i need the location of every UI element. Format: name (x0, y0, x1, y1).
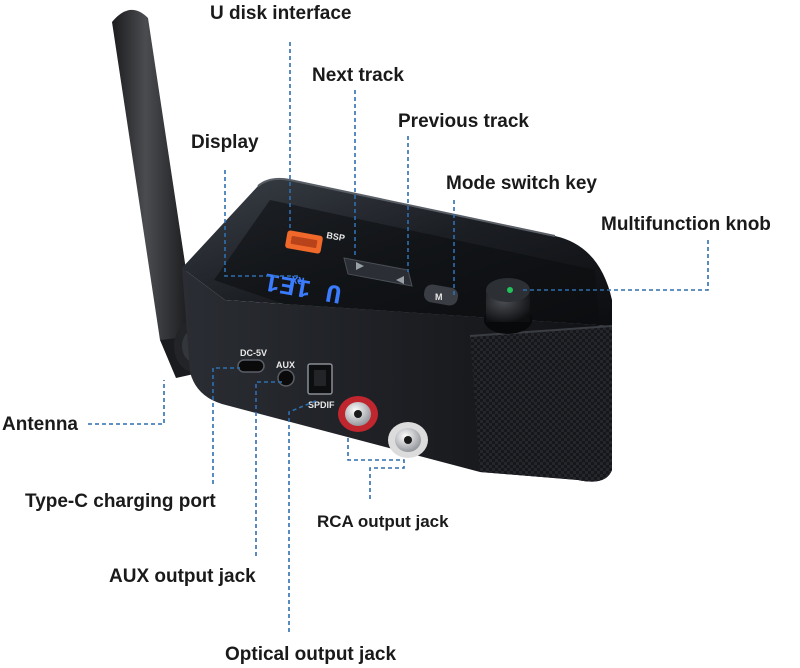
label-optical-output-jack: Optical output jack (225, 644, 397, 665)
label-next-track: Next track (312, 65, 404, 86)
label-antenna: Antenna (2, 414, 78, 435)
track-rocker (343, 257, 413, 287)
label-multifunction-knob: Multifunction knob (601, 214, 771, 235)
rca-white-jack (388, 422, 428, 458)
label-aux-output-jack: AUX output jack (109, 566, 256, 587)
aux-port-marking: AUX (276, 360, 295, 370)
knob-led (507, 287, 513, 293)
usb-port: BSP (285, 230, 346, 254)
optical-port: SPDIF (307, 363, 335, 410)
label-mode-switch-key: Mode switch key (446, 173, 597, 194)
dc-port-marking: DC-5V (240, 348, 267, 358)
mode-switch-key: M (423, 284, 459, 306)
mode-key-marking: M (435, 292, 443, 302)
usb-port-marking: BSP (326, 230, 346, 243)
multifunction-knob (484, 278, 532, 334)
label-display: Display (191, 132, 259, 153)
leader-lines (88, 42, 709, 632)
rca-red-jack (338, 396, 378, 432)
label-previous-track: Previous track (398, 111, 529, 132)
label-type-c-charging-port: Type-C charging port (25, 491, 216, 512)
label-u-disk-interface: U disk interface (210, 3, 352, 24)
type-c-port: DC-5V (237, 348, 267, 373)
label-rca-output-jack: RCA output jack (317, 512, 449, 531)
spdif-port-marking: SPDIF (308, 400, 335, 410)
